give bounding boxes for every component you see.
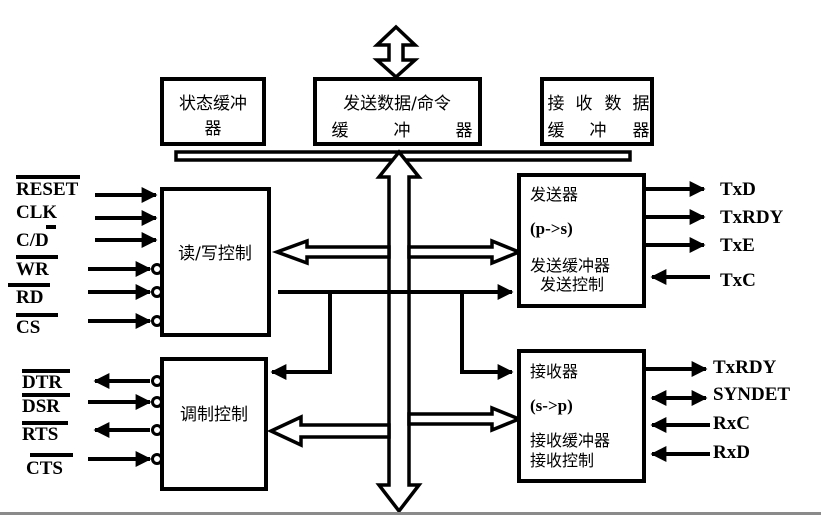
bus-arrow-to-modem-control [266,414,391,448]
rx-data-buffer-box: 接 收 数 据 缓 冲 器 [540,77,654,146]
rx-buffer-char-3: 器 [633,121,650,141]
rx-buffer-char-2: 冲 [590,121,607,141]
rx-data-char-1: 接 [548,94,565,114]
cs-bubble [151,315,163,327]
receiver-buffer-label: 接收缓冲器 [530,431,610,450]
dtr-bubble [151,375,163,387]
signal-txrdy-label: TxRDY [720,207,784,228]
bus-arrow-to-transmitter [407,238,524,266]
receiver-mode: (s->p) [530,396,573,415]
rx-data-char-3: 数 [605,94,622,114]
rx-buffer-char-1: 缓 [548,121,565,141]
rd-bubble [151,286,163,298]
bus-arrow-to-receiver [407,405,524,433]
receiver-signals: TxRDY SYNDET RxC RxD [646,357,790,463]
bus-arrow-to-rw-control [271,238,391,266]
signal-txc-label: TxC [720,270,756,291]
signal-rxd-label: RxD [713,442,750,463]
signal-cts-label: CTS [26,458,63,479]
bottom-border [0,512,821,515]
signal-txd-label: TxD [720,179,756,200]
signal-dsr-label: DSR [22,396,60,417]
signal-syndet-label: SYNDET [713,384,790,405]
signal-cs-label: CS [16,317,40,338]
tx-data-command-buffer-box: 发送数据/命令 缓 冲 器 [313,77,482,146]
tx-buffer-char-2: 冲 [394,121,411,141]
transmitter-box: 发送器 (p->s) 发送缓冲器 发送控制 [517,173,646,308]
signal-wr-label: WR [16,259,49,280]
modem-signals: DTR DSR RTS CTS [22,369,163,479]
signal-dtr-label: DTR [22,372,62,393]
signal-txe-label: TxE [720,235,755,256]
transmitter-title: 发送器 [530,185,578,204]
control-lines [270,284,514,380]
signal-rx-txrdy-label: TxRDY [713,357,777,378]
status-buffer-label-line1: 状态缓冲 [179,94,247,114]
rw-signals: RESET CLK C/D WR RD CS [8,175,163,338]
signal-rts-label: RTS [22,424,58,445]
status-buffer-box: 状态缓冲 器 [160,77,266,146]
tx-buffer-char-3: 器 [456,121,473,141]
signal-clk-label: CLK [16,202,57,223]
receiver-box: 接收器 (s->p) 接收缓冲器 接收控制 [517,349,646,483]
rw-control-box: 读/写控制 [160,187,271,337]
transmitter-mode: (p->s) [530,219,573,238]
receiver-control-label: 接收控制 [530,451,594,470]
signal-rxc-label: RxC [713,413,750,434]
tx-data-command-label-line1: 发送数据/命令 [343,94,451,114]
status-buffer-label-line2: 器 [205,119,222,139]
transmitter-buffer-label: 发送缓冲器 [530,256,610,275]
signal-reset-label: RESET [16,179,79,200]
dsr-bubble [151,396,163,408]
rx-data-char-2: 收 [576,94,593,114]
signal-rd-label: RD [16,287,43,308]
external-data-bus-arrow [372,24,420,80]
receiver-title: 接收器 [530,362,578,381]
tx-buffer-char-1: 缓 [332,121,349,141]
cts-bubble [151,453,163,465]
rw-control-label: 读/写控制 [178,244,252,264]
transmitter-control-label: 发送控制 [540,275,604,294]
signal-cd-label: C/D [16,230,49,251]
modem-control-label: 调制控制 [180,405,248,425]
modem-control-box: 调制控制 [160,357,268,491]
internal-data-bus [375,149,423,514]
wr-bubble [151,263,163,275]
rts-bubble [151,424,163,436]
transmitter-signals: TxD TxRDY TxE TxC [646,179,784,291]
rx-data-char-4: 据 [633,94,650,114]
